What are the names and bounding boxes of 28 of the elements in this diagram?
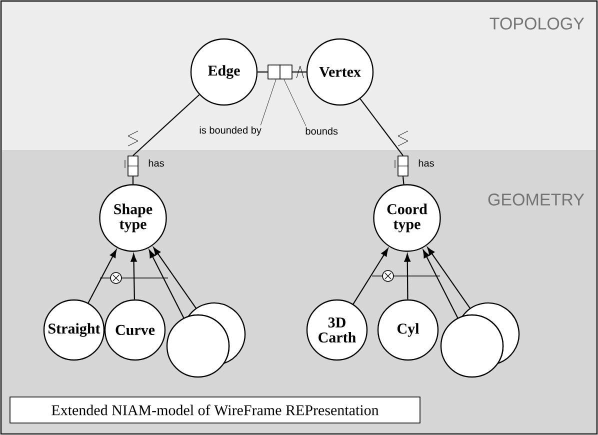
section-label: TOPOLOGY — [490, 18, 584, 30]
role-box — [127, 156, 139, 176]
connector-line — [360, 98, 404, 156]
caption-box: Extended NIAM-model of WireFrame REPresentation — [10, 396, 420, 424]
role-label: has — [418, 159, 434, 167]
connector-line — [258, 71, 268, 73]
connector-line — [132, 176, 134, 184]
connector-line — [132, 94, 200, 156]
constraint-line — [292, 66, 306, 78]
subtype-arrow — [422, 250, 458, 318]
section-label: GEOMETRY — [488, 194, 584, 206]
role-label: has — [148, 159, 164, 167]
role-box — [268, 64, 292, 80]
subtype-arrow — [352, 248, 388, 304]
subtype-arrow — [404, 254, 410, 300]
blank-entity-circle — [440, 314, 504, 378]
leader-line — [284, 79, 306, 126]
subtype-arrow — [427, 247, 471, 309]
subtype-arrow — [153, 247, 197, 309]
role-box — [397, 156, 409, 176]
leader-line — [260, 79, 276, 126]
connector-line — [402, 176, 404, 184]
blank-entity-circle — [166, 314, 230, 378]
role-label: bounds — [306, 127, 338, 135]
role-label: is bounded by — [200, 126, 262, 136]
subtype-arrow — [130, 254, 137, 300]
subtype-arrow — [148, 250, 184, 318]
subtype-arrow — [88, 250, 117, 304]
